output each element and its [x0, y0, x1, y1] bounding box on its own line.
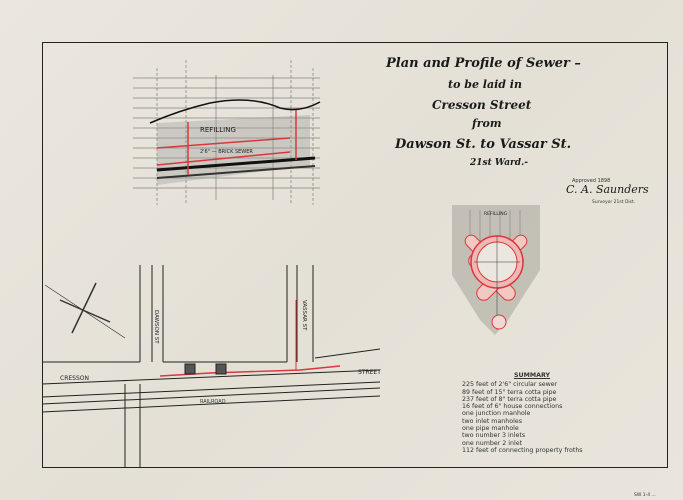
summary-heading: SUMMARY: [513, 372, 551, 379]
compass-rose-icon: [44, 282, 126, 339]
title-line-4: from: [472, 117, 502, 130]
sewer-cross-section: REFILLING: [452, 205, 540, 335]
archive-stamp: SW 1-4 ...: [634, 493, 656, 498]
street-label-street: STREET: [358, 369, 381, 376]
summary-line: 112 feet of connecting property froths: [462, 446, 583, 454]
title-line-5: Dawson St. to Vassar St.: [395, 137, 572, 152]
summary-line: 89 feet of 15" terra cotta pipe: [462, 388, 557, 396]
summary-line: 225 feet of 2'6" circular sewer: [462, 381, 558, 389]
summary-line: one junction manhole: [462, 410, 531, 418]
surveyor-title: Surveyor 21st Dist.: [592, 200, 636, 205]
summary-line: two inlet manholes: [462, 417, 523, 425]
title-line-3: Cresson Street: [432, 98, 532, 112]
section-refill-label: REFILLING: [484, 211, 508, 217]
profile-pipe-label: 2'6" — BRICK SEWER: [200, 149, 253, 155]
railroad-label: RAILROAD: [200, 399, 226, 405]
summary-line: 237 feet of 8" terra cotta pipe: [462, 395, 557, 403]
summary-line: two number 3 inlets: [462, 432, 526, 440]
profile-refill-label: REFILLING: [200, 126, 236, 134]
title-line-1: Plan and Profile of Sewer –: [386, 56, 581, 71]
street-label-dawson: DAWSON ST: [153, 310, 159, 344]
summary-line: one pipe manhole: [462, 425, 519, 433]
summary-table: SUMMARY 225 feet of 2'6" circular sewer …: [462, 372, 583, 454]
street-label-vassar: VASSAR ST: [301, 300, 307, 331]
summary-line: one number 2 inlet: [462, 439, 523, 447]
signature: C. A. Saunders: [566, 183, 649, 196]
title-line-6: 21st Ward.-: [470, 158, 528, 168]
street-label-cresson: CRESSON: [60, 375, 89, 382]
drawing-border: [42, 42, 668, 468]
title-line-2: to be laid in: [448, 78, 522, 91]
sewer-profile: REFILLING 2'6" — BRICK SEWER: [133, 60, 321, 205]
summary-line: 16 feet of 6" house connections: [462, 403, 563, 411]
sewer-plan: [41, 265, 381, 468]
approval-date: Approved 1898: [572, 178, 611, 184]
